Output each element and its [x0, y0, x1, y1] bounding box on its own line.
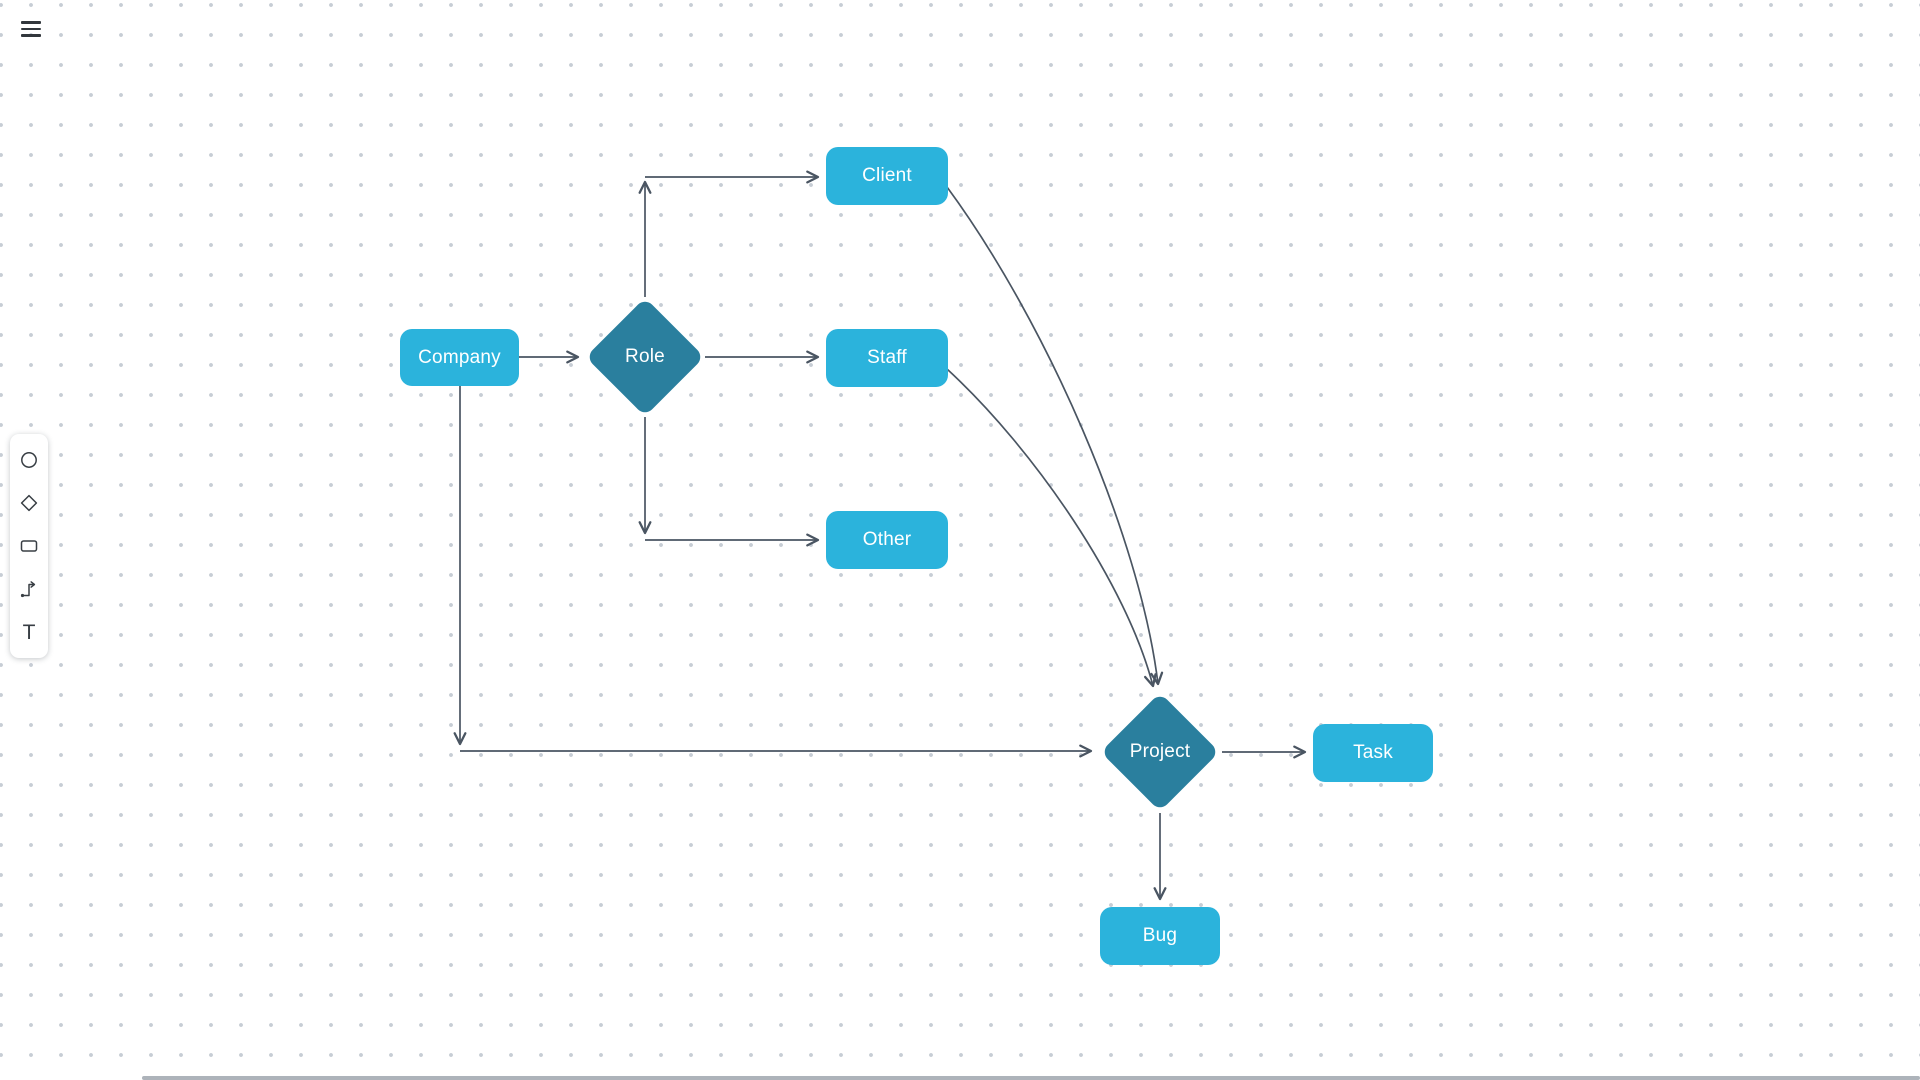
rectangle-tool[interactable] [16, 533, 42, 559]
diamond-icon [20, 494, 38, 512]
node-label: Project [1129, 741, 1191, 762]
node-company[interactable]: Company [400, 329, 519, 386]
diamond-tool[interactable] [16, 490, 42, 516]
text-tool[interactable]: T [16, 619, 42, 645]
rectangle-icon [20, 540, 38, 552]
node-bug[interactable]: Bug [1100, 907, 1220, 965]
node-other[interactable]: Other [826, 511, 948, 569]
node-label: Task [1353, 742, 1393, 763]
ellipse-tool[interactable] [16, 447, 42, 473]
connector-tool[interactable] [16, 576, 42, 602]
node-label: Other [862, 529, 912, 550]
connector-icon [20, 581, 36, 598]
node-project[interactable]: Project [1100, 692, 1220, 812]
node-label: Company [418, 346, 501, 368]
hamburger-icon [15, 13, 47, 45]
node-label: Bug [1142, 925, 1178, 946]
node-role[interactable]: Role [585, 297, 705, 417]
hamburger-menu-button[interactable] [15, 13, 47, 45]
node-label: Staff [867, 347, 907, 368]
horizontal-scrollbar[interactable] [142, 1076, 1920, 1080]
edge-client-project[interactable] [946, 186, 1164, 686]
node-client[interactable]: Client [826, 147, 948, 205]
node-staff[interactable]: Staff [826, 329, 948, 387]
shape-toolbar: T [10, 434, 48, 658]
circle-icon [21, 452, 37, 468]
node-label: Client [862, 165, 912, 186]
node-task[interactable]: Task [1313, 724, 1433, 782]
text-icon: T [22, 620, 36, 644]
node-label: Role [625, 346, 665, 367]
edge-staff-project[interactable] [946, 368, 1157, 688]
